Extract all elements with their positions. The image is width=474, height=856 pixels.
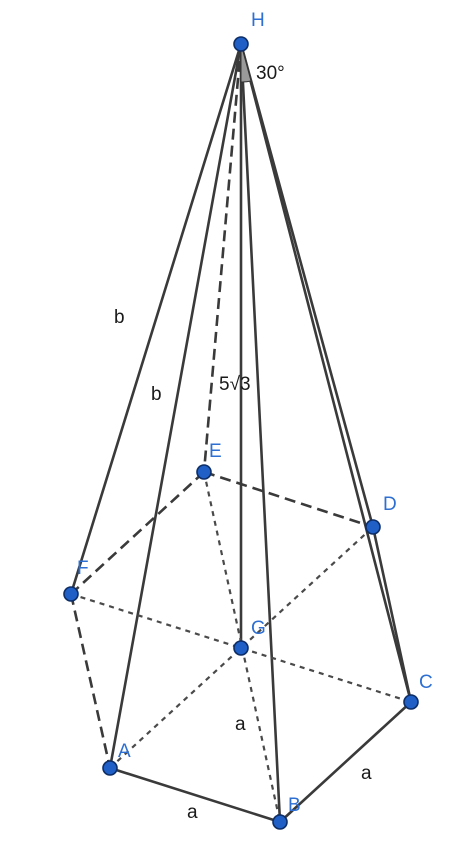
edge-HE	[202, 43, 243, 473]
point-label-A: A	[118, 741, 131, 762]
vertex-D	[365, 519, 381, 535]
angle-label: 30°	[256, 63, 285, 84]
edge-FA	[69, 593, 112, 769]
edge-HB	[239, 42, 282, 824]
point-label-F: F	[77, 558, 89, 579]
point-label-C: C	[419, 672, 433, 693]
lateral-edge-label-1: b	[114, 307, 125, 328]
point-label-E: E	[209, 441, 222, 462]
vertex-C	[403, 694, 419, 710]
edge-ED	[203, 470, 374, 529]
base-edge-label-ab: a	[187, 802, 198, 823]
edge-EF	[70, 471, 205, 595]
vertex-E	[196, 464, 212, 480]
vertex-G	[233, 640, 249, 656]
edge-HA	[108, 42, 243, 770]
point-label-D: D	[383, 494, 397, 515]
edge-BC	[278, 700, 413, 824]
lateral-edge-label-2: b	[151, 384, 162, 405]
edge-AB	[108, 766, 282, 824]
edge-HD	[239, 42, 375, 529]
height-label: 5√3	[219, 374, 251, 395]
edge-CD	[371, 525, 413, 704]
point-label-B: B	[288, 795, 301, 816]
vertex-group: H E D F G C A B	[63, 10, 433, 830]
edge-HF	[69, 42, 243, 596]
edge-HC	[239, 42, 413, 704]
vertex-F	[63, 586, 79, 602]
vertex-H	[233, 36, 249, 52]
angle-marker	[240, 43, 252, 83]
vertex-B	[272, 814, 288, 830]
vertex-A	[102, 760, 118, 776]
point-label-H: H	[251, 10, 265, 31]
base-edge-label-bc: a	[361, 763, 372, 784]
point-label-G: G	[251, 618, 266, 639]
radius-label-gb: a	[235, 714, 246, 735]
